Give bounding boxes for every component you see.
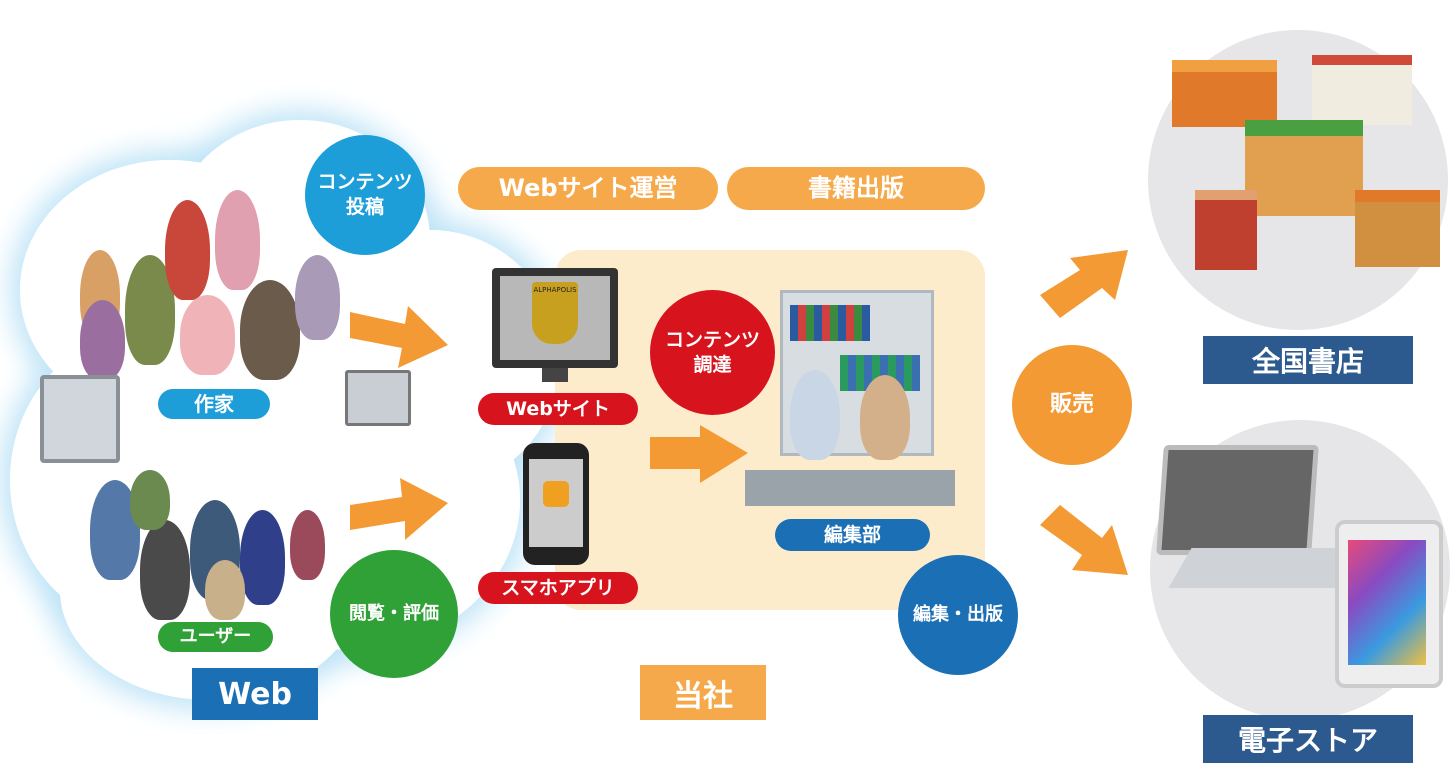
- tag-book-publishing: 書籍出版: [727, 167, 985, 210]
- editorial-label: 編集部: [775, 519, 930, 551]
- sales-bubble: 販売: [1012, 345, 1132, 465]
- edit-publish-bubble: 編集・出版: [898, 555, 1018, 675]
- company-title: 当社: [640, 665, 766, 720]
- arrow-users-to-company: [350, 478, 448, 540]
- alphapolis-logo: ALPHAPOLIS: [532, 282, 578, 344]
- read-rate-bubble: 閲覧・評価: [330, 550, 458, 678]
- arrow-writers-to-company: [350, 306, 448, 368]
- writers-label: 作家: [158, 389, 270, 419]
- web-title: Web: [192, 668, 318, 720]
- app-icon: [543, 481, 569, 507]
- website-monitor-illustration: ALPHAPOLIS: [492, 268, 618, 382]
- estore-label: 電子ストア: [1203, 715, 1413, 763]
- tag-web-operation: Webサイト運営: [458, 167, 718, 210]
- arrow-to-bookstores: [1040, 250, 1128, 318]
- app-label: スマホアプリ: [478, 572, 638, 604]
- smartphone-illustration: [523, 443, 589, 565]
- bookstores-label: 全国書店: [1203, 336, 1413, 384]
- content-post-bubble: コンテンツ 投稿: [305, 135, 425, 255]
- monitor-illustration: [40, 375, 120, 463]
- content-procurement-bubble: コンテンツ 調達: [650, 290, 775, 415]
- website-label: Webサイト: [478, 393, 638, 425]
- users-label: ユーザー: [158, 622, 273, 652]
- arrow-to-editorial: [650, 425, 748, 483]
- laptop-illustration: [345, 370, 411, 426]
- arrow-to-estore: [1040, 505, 1128, 575]
